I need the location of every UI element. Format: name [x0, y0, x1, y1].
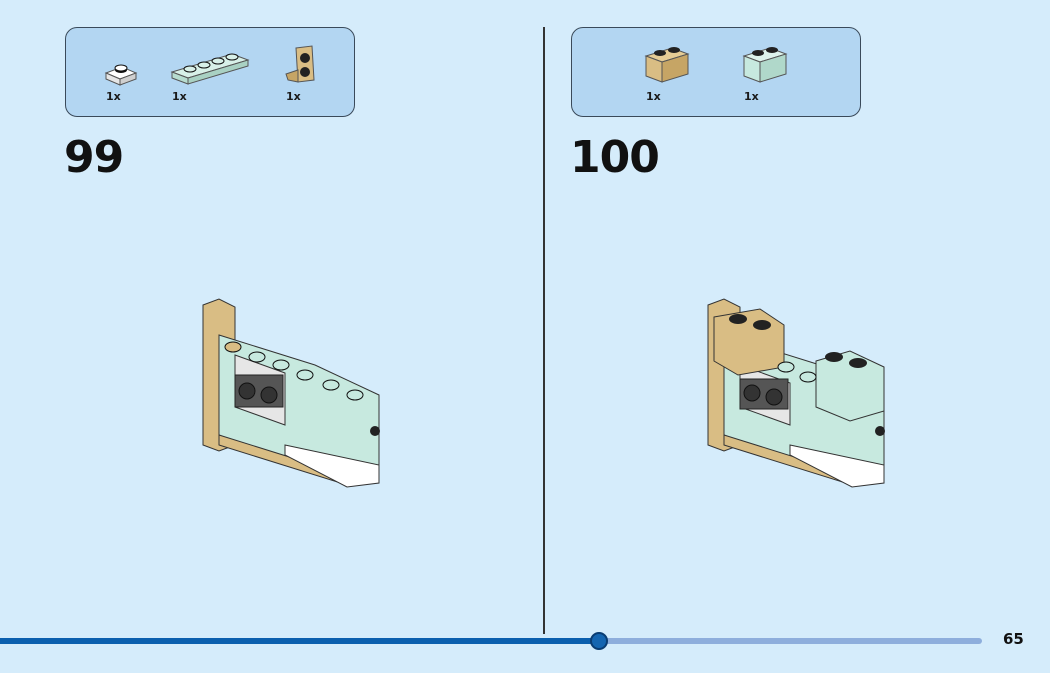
parts-callout-step-99: 1x 1x 1x — [65, 27, 355, 117]
step-divider — [543, 27, 545, 634]
part-qty: 1x — [744, 90, 759, 103]
page-number: 65 — [1003, 630, 1024, 648]
part-qty: 1x — [646, 90, 661, 103]
progress-thumb[interactable] — [590, 632, 609, 650]
tan-bracket-icon — [285, 45, 315, 83]
step-number: 99 — [64, 132, 124, 183]
model-step-99-illustration — [202, 298, 380, 488]
mint-plate-1x4-icon — [170, 53, 250, 85]
white-plate-1x1-icon — [104, 64, 138, 86]
model-step-100-illustration — [707, 298, 885, 488]
mint-brick-1x2-icon — [742, 47, 788, 83]
part-qty: 1x — [286, 90, 301, 103]
parts-callout-step-100: 1x 1x — [571, 27, 861, 117]
part-qty: 1x — [106, 90, 121, 103]
step-number: 100 — [570, 132, 660, 183]
progress-fill — [0, 638, 600, 644]
part-qty: 1x — [172, 90, 187, 103]
tan-brick-1x2-icon — [644, 47, 690, 83]
